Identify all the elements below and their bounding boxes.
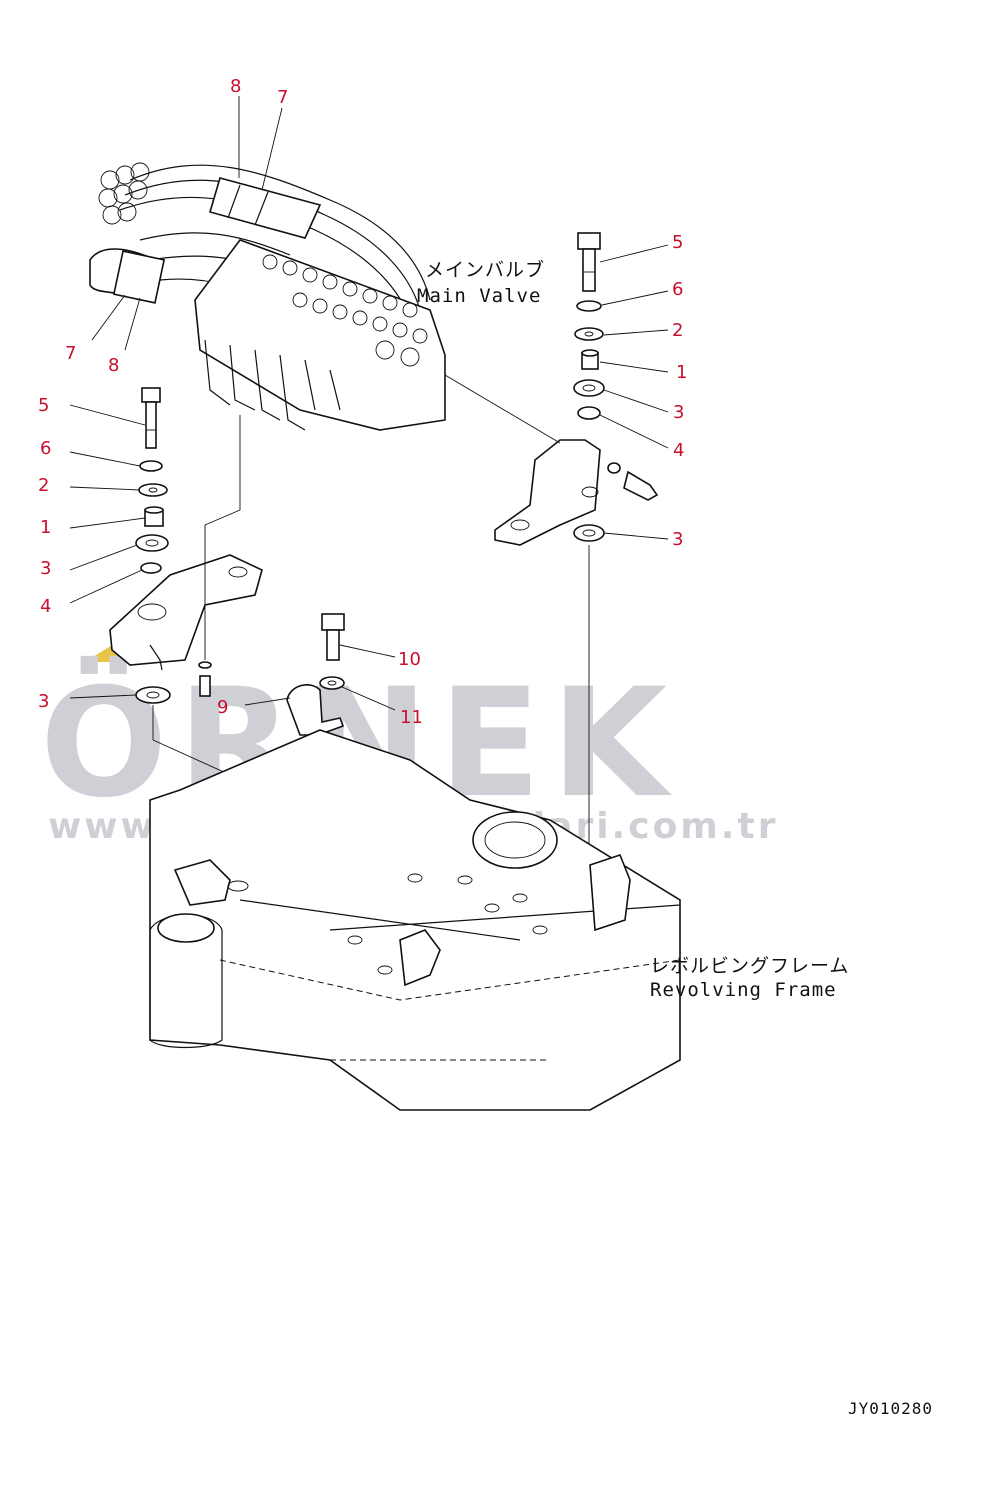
callout-7-left: 7 <box>65 343 76 364</box>
main-valve-drawing <box>89 162 446 431</box>
callout-3-left-lower: 3 <box>38 691 49 712</box>
callout-1-left: 1 <box>40 517 51 538</box>
callout-5-left: 5 <box>38 395 49 416</box>
callout-3-left: 3 <box>40 558 51 579</box>
callout-10: 10 <box>398 649 421 670</box>
callout-2-left: 2 <box>38 475 49 496</box>
callout-6-right: 6 <box>672 279 683 300</box>
callout-8-top: 8 <box>230 76 241 97</box>
callout-11: 11 <box>400 707 423 728</box>
callout-2-right: 2 <box>672 320 683 341</box>
callouts: 8 7 7 8 5 6 2 1 3 4 3 5 6 2 1 3 4 10 9 1… <box>38 76 687 728</box>
callout-3-right-lower: 3 <box>672 529 683 550</box>
revolving-frame-drawing <box>149 729 681 1111</box>
callout-9: 9 <box>217 697 228 718</box>
callout-4-right: 4 <box>673 440 684 461</box>
left-mount-drawing <box>109 387 331 821</box>
callout-3-right: 3 <box>673 402 684 423</box>
main-valve-label-en: Main Valve <box>417 285 541 307</box>
callout-7-top: 7 <box>277 87 288 108</box>
callout-5-right: 5 <box>672 232 683 253</box>
revolving-frame-label-en: Revolving Frame <box>650 979 837 1001</box>
leader-lines <box>69 96 669 711</box>
callout-8-left: 8 <box>108 355 119 376</box>
callout-6-left: 6 <box>40 438 51 459</box>
revolving-frame-label-jp: レボルビングフレーム <box>650 955 849 977</box>
callout-1-right: 1 <box>676 362 687 383</box>
center-clamp-drawing <box>286 613 345 912</box>
drawing-code: JY010280 <box>848 1399 933 1418</box>
main-valve-label-jp: メインバルブ <box>425 258 545 281</box>
callout-4-left: 4 <box>40 596 51 617</box>
